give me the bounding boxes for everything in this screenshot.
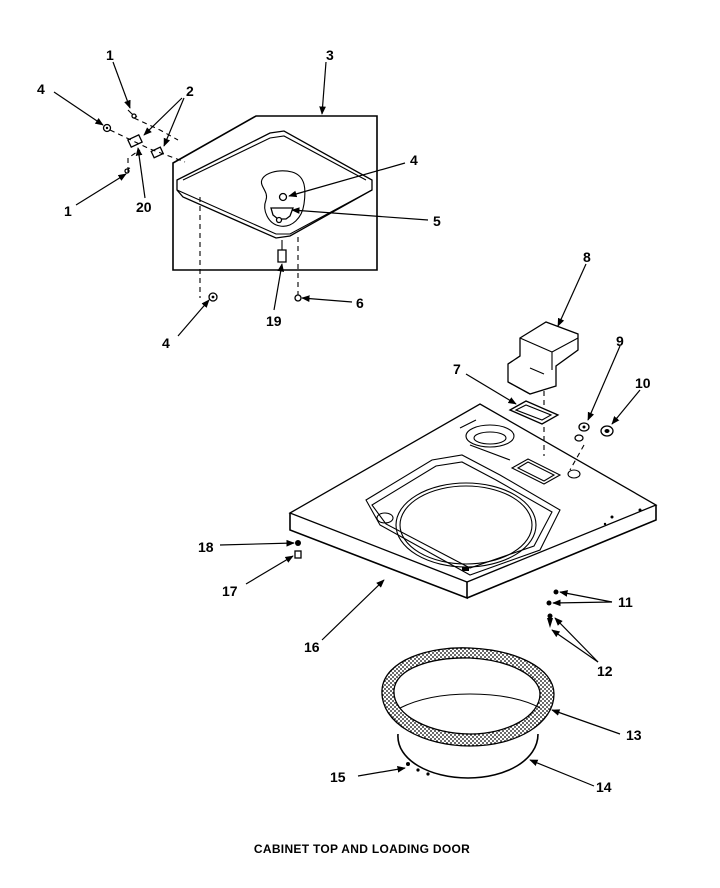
- callout-6: 6: [356, 295, 364, 311]
- callout-14: 14: [596, 779, 612, 795]
- lid-cutaway: [260, 170, 306, 227]
- callout-15: 15: [330, 769, 346, 785]
- dispenser-opening: [465, 424, 515, 448]
- leader-lines: [53, 61, 641, 787]
- door-backing-outline: [172, 115, 378, 271]
- callout-19: 19: [266, 313, 282, 329]
- callout-16: 16: [304, 639, 320, 655]
- callout-20: 20: [136, 199, 152, 215]
- callout-7: 7: [453, 361, 461, 377]
- lid-nut: [278, 192, 288, 202]
- callout-10: 10: [635, 375, 651, 391]
- cabinet-top: [288, 382, 658, 600]
- lid-switch: [507, 321, 579, 395]
- hinge-hardware: [102, 109, 165, 174]
- callout-17: 17: [222, 583, 238, 599]
- seal-ring-inner: [393, 657, 541, 735]
- switch-gasket: [508, 400, 560, 425]
- callout-1b: 1: [64, 203, 72, 219]
- callout-1a: 1: [106, 47, 114, 63]
- left-hardware: [294, 540, 302, 559]
- switch-cutout: [510, 458, 562, 485]
- tub-opening-recess: [365, 454, 561, 576]
- door-seal-ring: [381, 647, 555, 779]
- right-hardware: [546, 422, 614, 628]
- callout-labels: 1 2 3 4 1 20 4 5 4 19 6 8 7 9 10 18 17 1…: [37, 47, 651, 795]
- callout-11: 11: [618, 594, 633, 610]
- callout-8: 8: [583, 249, 591, 265]
- callout-5: 5: [433, 213, 441, 229]
- lid-switch-assembly: [507, 321, 579, 425]
- callout-13: 13: [626, 727, 642, 743]
- callout-4c: 4: [162, 335, 170, 351]
- bolt-19: [277, 249, 287, 263]
- callout-18: 18: [198, 539, 214, 555]
- door-assembly: [102, 109, 378, 302]
- callout-9: 9: [616, 333, 624, 349]
- diagram-title: CABINET TOP AND LOADING DOOR: [254, 842, 470, 856]
- callout-3: 3: [326, 47, 334, 63]
- callout-4b: 4: [410, 152, 418, 168]
- callout-4a: 4: [37, 81, 45, 97]
- door-lid: [176, 130, 373, 239]
- callout-12: 12: [597, 663, 613, 679]
- loading-door-skirt: [397, 733, 539, 779]
- callout-2: 2: [186, 83, 194, 99]
